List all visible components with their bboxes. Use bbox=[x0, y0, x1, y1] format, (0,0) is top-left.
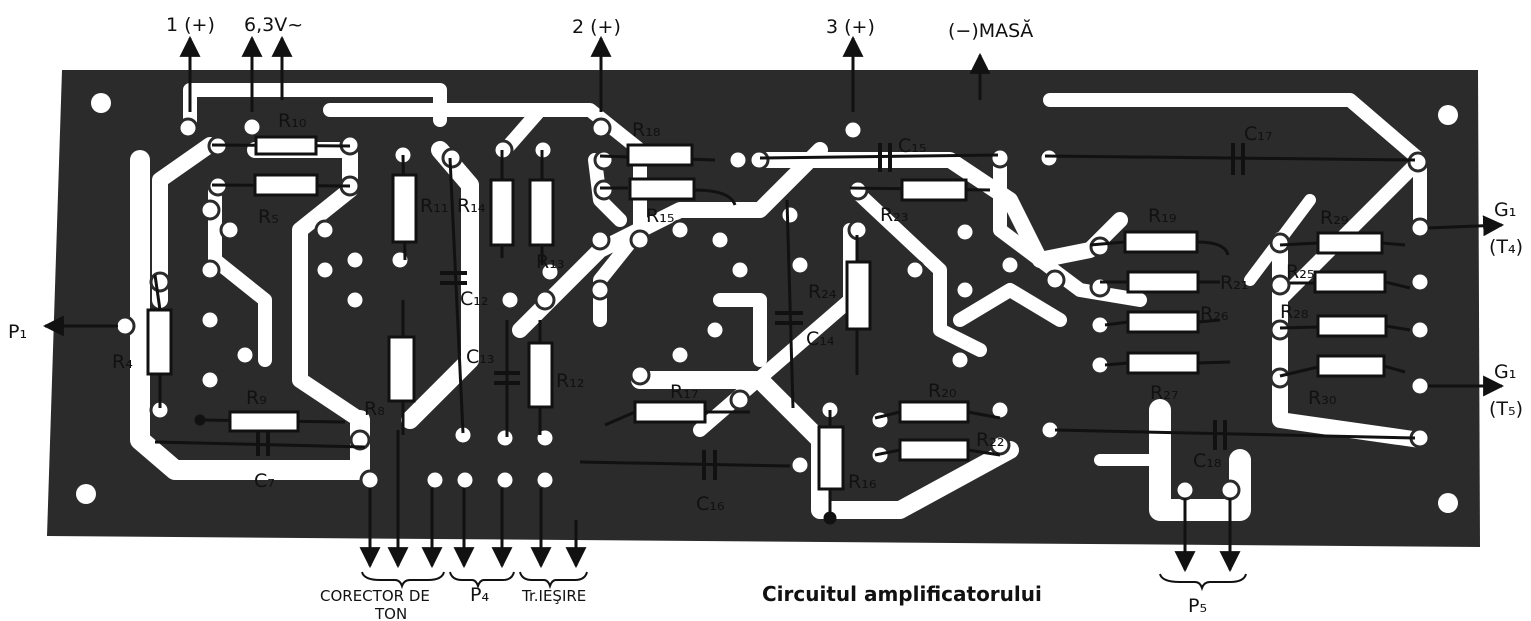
label-r9: R₉ bbox=[246, 387, 267, 409]
resistor-r16-terminal bbox=[823, 511, 837, 525]
bottom-labels: CORECTOR DE TON P₄ Tr.IEŞIRE P₅ Circuitu… bbox=[320, 582, 1207, 621]
label-r17: R₁₇ bbox=[670, 381, 698, 403]
label-c13: C₁₃ bbox=[466, 346, 495, 368]
connection-arrows bbox=[42, 35, 1505, 573]
resistor-r9-body bbox=[228, 410, 300, 433]
diagram-caption: Circuitul amplificatorului bbox=[762, 582, 1042, 606]
label-p5: P₅ bbox=[1188, 595, 1207, 617]
label-c7: C₇ bbox=[254, 470, 275, 492]
label-r28: R₂₈ bbox=[1280, 301, 1308, 323]
label-supply-1: 1 (+) bbox=[166, 14, 215, 36]
resistor-r23-body bbox=[900, 178, 968, 202]
resistor-r15-body bbox=[628, 177, 696, 201]
resistor-r28-body bbox=[1316, 314, 1388, 338]
label-r10: R₁₀ bbox=[278, 110, 306, 132]
resistor-labels: R₁₀ R₅ R₁₁ R₁₄ R₁₃ R₄ R₈ R₉ R₁₂ R₁₈ R₁₅ … bbox=[112, 110, 1348, 493]
label-r18: R₁₈ bbox=[632, 119, 660, 141]
label-r16: R₁₆ bbox=[848, 471, 876, 493]
resistor-r5-body bbox=[253, 173, 319, 197]
label-r22: R₂₂ bbox=[976, 429, 1004, 451]
label-r14: R₁₄ bbox=[457, 195, 486, 217]
label-c16: C₁₆ bbox=[696, 493, 725, 515]
label-r19: R₁₉ bbox=[1148, 205, 1176, 227]
resistor-r17-body bbox=[633, 400, 707, 424]
label-supply-3: 3 (+) bbox=[826, 16, 875, 38]
label-p1: P₁ bbox=[8, 321, 27, 343]
label-r29: R₂₉ bbox=[1320, 207, 1348, 229]
label-t4: (T₄) bbox=[1489, 236, 1523, 258]
components bbox=[146, 135, 1416, 525]
capacitor-plates bbox=[256, 143, 1245, 480]
label-supply-2: 2 (+) bbox=[572, 16, 621, 38]
label-r21: R₂₁ bbox=[1220, 272, 1248, 294]
label-r15: R₁₅ bbox=[646, 205, 674, 227]
mounting-hole bbox=[91, 93, 111, 113]
resistor-r27-body bbox=[1126, 351, 1200, 375]
resistor-r12-body bbox=[527, 341, 554, 409]
resistor-r16-body bbox=[817, 425, 845, 491]
side-labels: P₁ G₁ (T₄) G₁ (T₅) bbox=[8, 199, 1523, 420]
resistor-r18-body bbox=[626, 143, 694, 167]
resistor-r25-body bbox=[1313, 270, 1387, 294]
top-labels: 1 (+) 6,3V~ 2 (+) 3 (+) (−)MASĂ bbox=[166, 14, 1033, 42]
resistor-r26-body bbox=[1126, 310, 1200, 334]
label-corector-de-ton: CORECTOR DE bbox=[320, 587, 430, 605]
group-brackets bbox=[361, 571, 1247, 592]
label-r4: R₄ bbox=[112, 351, 133, 373]
label-p4: P₄ bbox=[470, 584, 489, 606]
label-r8: R₈ bbox=[364, 398, 385, 420]
resistor-r19-body bbox=[1123, 230, 1199, 254]
label-r12: R₁₂ bbox=[556, 370, 584, 392]
label-supply-6v3: 6,3V~ bbox=[244, 14, 303, 36]
resistor-r30-body bbox=[1316, 354, 1386, 378]
label-r5: R₅ bbox=[258, 206, 279, 228]
resistor-r20-body bbox=[898, 400, 970, 424]
resistor-r29-body bbox=[1316, 231, 1384, 255]
label-g1-t5: G₁ bbox=[1494, 361, 1516, 383]
resistor-r21-body bbox=[1126, 270, 1200, 294]
label-c17: C₁₇ bbox=[1244, 123, 1273, 145]
label-r30: R₃₀ bbox=[1308, 387, 1336, 409]
resistor-r22-body bbox=[898, 438, 970, 462]
label-r13: R₁₃ bbox=[536, 251, 564, 273]
label-r20: R₂₀ bbox=[928, 380, 956, 402]
label-c12: C₁₂ bbox=[460, 288, 489, 310]
label-c18: C₁₈ bbox=[1193, 450, 1222, 472]
label-r11: R₁₁ bbox=[420, 195, 448, 217]
capacitor-labels: C₇ C₁₂ C₁₃ C₁₄ C₁₅ C₁₆ C₁₇ C₁₈ bbox=[254, 123, 1273, 515]
resistor-r4-body bbox=[146, 308, 173, 376]
resistor-r8-body bbox=[387, 335, 416, 403]
label-r25: R₂₅ bbox=[1286, 261, 1314, 283]
label-r26: R₂₆ bbox=[1200, 303, 1228, 325]
resistor-r10-body bbox=[254, 135, 318, 156]
label-ton: TON bbox=[374, 605, 407, 621]
label-tr-iesire: Tr.IEŞIRE bbox=[521, 587, 586, 605]
label-ground-masa: (−)MASĂ bbox=[948, 18, 1033, 42]
label-c14: C₁₄ bbox=[806, 328, 835, 350]
mounting-hole bbox=[1438, 105, 1458, 125]
resistor-r14-body bbox=[489, 178, 515, 247]
resistor-r13-body bbox=[528, 178, 555, 247]
resistor-r24-body bbox=[845, 260, 872, 331]
label-g1-t4: G₁ bbox=[1494, 199, 1516, 221]
label-c15: C₁₅ bbox=[898, 135, 927, 157]
label-r23: R₂₃ bbox=[880, 204, 908, 226]
resistor-r11-body bbox=[391, 173, 418, 244]
mounting-hole bbox=[1438, 493, 1458, 513]
mounting-hole bbox=[76, 484, 96, 504]
label-t5: (T₅) bbox=[1489, 398, 1523, 420]
label-r24: R₂₄ bbox=[808, 281, 837, 303]
label-r27: R₂₇ bbox=[1150, 382, 1178, 404]
